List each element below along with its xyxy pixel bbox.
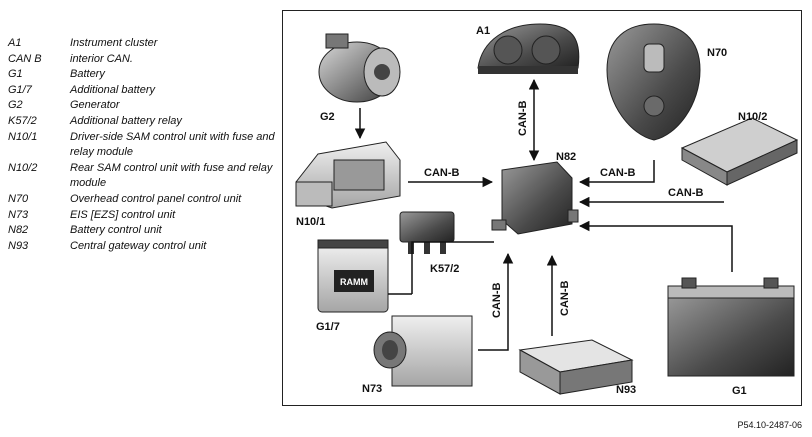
label-n82: N82	[556, 151, 576, 163]
figure-reference: P54.10-2487-06	[737, 420, 802, 430]
battery-brand-label: RAMM	[340, 277, 368, 287]
n70-overhead-panel	[606, 23, 701, 141]
n73-eis-control-unit	[373, 315, 473, 387]
can-label-n70: CAN-B	[600, 167, 635, 179]
can-label-n93: CAN-B	[559, 281, 571, 316]
can-label-a1: CAN-B	[517, 101, 529, 136]
label-n10-2: N10/2	[738, 111, 767, 123]
arrow-n70-to-n82	[578, 160, 655, 188]
k57-2-relay	[399, 211, 455, 254]
g1-7-additional-battery: RAMM	[317, 239, 389, 313]
can-label-n10-1: CAN-B	[424, 167, 459, 179]
can-label-n73: CAN-B	[491, 283, 503, 318]
label-n93: N93	[616, 384, 636, 396]
network-diagram: A1 G2 N70 N10/2 N10/1 N82 K5	[295, 23, 799, 397]
label-k57-2: K57/2	[430, 263, 459, 275]
can-label-n10-2: CAN-B	[668, 187, 703, 199]
label-g2: G2	[320, 111, 335, 123]
label-n70: N70	[707, 47, 727, 59]
arrow-g1-to-n82	[578, 220, 733, 272]
g2-generator	[318, 33, 401, 103]
a1-instrument-cluster	[477, 23, 580, 74]
line-g1-7-relay	[411, 241, 494, 294]
arrow-n73-to-n82	[478, 252, 514, 351]
n82-battery-control-unit	[491, 161, 579, 235]
n10-2-rear-sam	[680, 117, 799, 186]
n93-central-gateway	[518, 339, 634, 395]
label-g1-7: G1/7	[316, 321, 340, 333]
label-n10-1: N10/1	[296, 216, 325, 228]
label-n73: N73	[362, 383, 382, 395]
g1-battery	[667, 277, 795, 377]
label-a1: A1	[476, 25, 490, 37]
n10-1-driver-sam	[295, 141, 401, 209]
label-g1: G1	[732, 385, 747, 397]
